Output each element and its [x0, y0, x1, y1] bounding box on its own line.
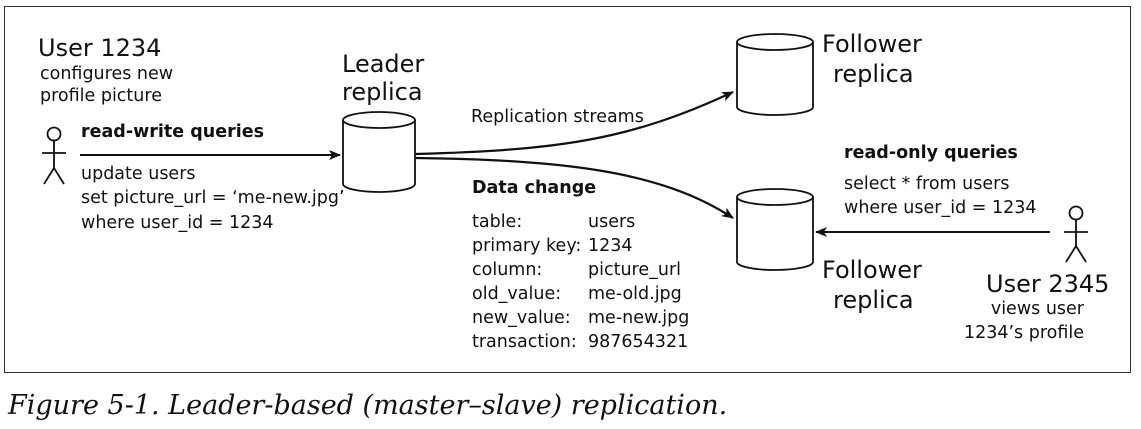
replication-arrow-top [415, 91, 734, 156]
read-query-line1: select * from users [844, 174, 1010, 194]
leader-database-icon [342, 111, 416, 193]
follower-top-label-line1: Follower [822, 30, 922, 58]
data-change-key-table: table: [472, 212, 523, 232]
data-change-value-transaction: 987654321 [588, 332, 689, 352]
user-1234-desc-line2: profile picture [40, 86, 162, 106]
follower-top-database-icon [736, 33, 814, 116]
follower-bottom-label-line1: Follower [822, 256, 922, 284]
data-change-value-table: users [588, 212, 636, 232]
data-change-key-transaction: transaction: [472, 332, 577, 352]
user-1234-desc-line1: configures new [40, 64, 174, 84]
follower-bottom-database-icon [736, 188, 814, 271]
figure-caption: Figure 5-1. Leader-based (master–slave) … [8, 390, 728, 421]
leader-label-line2: replica [342, 78, 423, 106]
read-query-line2: where user_id = 1234 [844, 198, 1037, 218]
write-query-line1: update users [81, 164, 196, 184]
user-1234-title: User 1234 [38, 34, 162, 62]
leader-label-line1: Leader [342, 50, 425, 78]
data-change-value-primary-key: 1234 [588, 236, 633, 256]
read-queries-heading: read-only queries [844, 143, 1018, 163]
data-change-key-old-value: old_value: [472, 284, 562, 304]
user-1234-figure-icon [42, 126, 66, 185]
data-change-key-column: column: [472, 260, 543, 280]
data-change-value-new-value: me-new.jpg [588, 308, 690, 328]
write-query-line3: where user_id = 1234 [81, 213, 274, 233]
follower-top-label-line2: replica [833, 60, 914, 88]
replication-arrow-bottom [415, 156, 734, 219]
diagram-graphics [42, 33, 1088, 271]
write-queries-heading: read-write queries [81, 122, 264, 142]
user-2345-desc-line1: views user [990, 299, 1084, 319]
user-2345-figure-icon [1064, 205, 1088, 263]
data-change-key-primary-key: primary key: [472, 236, 582, 256]
data-change-heading: Data change [472, 178, 597, 198]
diagram-frame [4, 6, 1131, 373]
user-2345-desc-line2: 1234’s profile [963, 323, 1084, 343]
follower-bottom-label-line2: replica [833, 286, 914, 314]
data-change-key-new-value: new_value: [472, 308, 571, 328]
user-2345-title: User 2345 [986, 270, 1110, 298]
replication-streams-label: Replication streams [471, 107, 644, 127]
write-query-line2: set picture_url = ‘me-new.jpg’ [81, 188, 345, 208]
data-change-value-old-value: me-old.jpg [588, 284, 682, 304]
data-change-value-column: picture_url [588, 260, 682, 280]
